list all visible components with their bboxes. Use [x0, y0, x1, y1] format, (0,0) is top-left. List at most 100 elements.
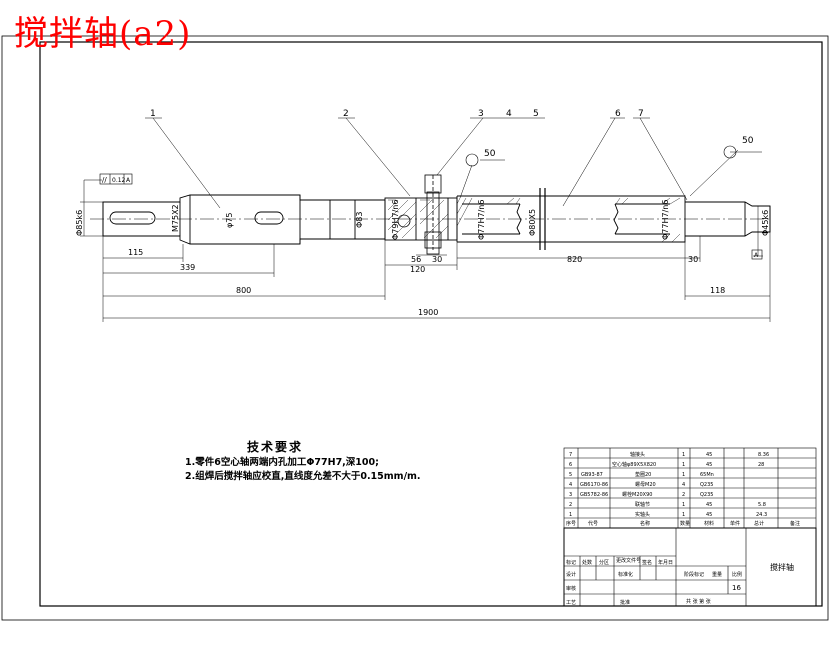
- inner-border: [39, 41, 823, 607]
- bom-name: 空心轴φ89X5X820: [612, 461, 656, 468]
- dim-30a: 30: [432, 255, 442, 264]
- tb-label: 批准: [620, 599, 630, 606]
- bom-name: 螺母M20: [635, 481, 656, 488]
- bom-no: 3: [569, 492, 572, 498]
- tb-label: 审核: [566, 585, 576, 592]
- tol-value: 0.12: [112, 177, 126, 184]
- bom-code: GB93-87: [581, 472, 603, 478]
- dia-75: φ75: [225, 213, 234, 228]
- bom-no: 7: [569, 452, 572, 458]
- bom-no: 5: [569, 472, 572, 478]
- bom-no: 4: [569, 482, 572, 488]
- tb-sheet: 共 张 第 张: [686, 598, 711, 605]
- bolt-assembly: [397, 174, 442, 255]
- tb-label: 更改文件号: [616, 557, 641, 564]
- tb-label: 重量: [712, 571, 722, 578]
- bom-mat: 45: [706, 502, 712, 508]
- bom-qty: 1: [682, 472, 685, 478]
- datum-right: A: [754, 252, 759, 259]
- bom-mat: Q235: [700, 492, 713, 498]
- bom-no: 6: [569, 462, 572, 468]
- tb-label: 标准化: [618, 571, 633, 578]
- bom-mat: Q235: [700, 482, 713, 488]
- bom-weight: 24.3: [756, 512, 767, 518]
- bom-name: 垫圈20: [635, 471, 651, 478]
- bom-header-code: 代号: [588, 520, 598, 527]
- bom-header-w2: 总计: [754, 520, 764, 527]
- dim-339: 339: [180, 263, 195, 272]
- tb-label: 设计: [566, 571, 576, 578]
- tb-label: 处数: [582, 559, 592, 566]
- leader-lines: [145, 117, 762, 209]
- dim-120: 120: [410, 265, 425, 274]
- tech-item-1: 1.零件6空心轴两端内孔加工Φ77H7,深100;: [185, 457, 379, 468]
- bom-qty: 4: [682, 482, 685, 488]
- balloon-4: 4: [506, 109, 512, 119]
- balloon-5: 5: [533, 109, 539, 119]
- bom-weight: 5.8: [758, 502, 766, 508]
- bom-header-mat: 材料: [704, 520, 714, 527]
- roughness-label-1: 50: [484, 149, 496, 159]
- tech-heading: 技术要求: [247, 440, 304, 454]
- bom-qty: 1: [682, 512, 685, 518]
- bom-no: 2: [569, 502, 572, 508]
- bom-qty: 2: [682, 492, 685, 498]
- tb-label: 年月日: [658, 559, 673, 566]
- bom-mat: 45: [706, 452, 712, 458]
- tol-datum: A: [126, 177, 131, 184]
- bom-mat: 45: [706, 512, 712, 518]
- dim-118: 118: [710, 286, 725, 295]
- bom-no: 1: [569, 512, 572, 518]
- bom-qty: 1: [682, 462, 685, 468]
- page-title: 搅拌轴(a2): [14, 14, 192, 54]
- tb-label: 分区: [599, 559, 609, 566]
- bom-header-w1: 单件: [730, 520, 740, 527]
- dia-77-right: Φ77H7/n6: [661, 200, 670, 240]
- dim-30b: 30: [688, 255, 698, 264]
- tb-drawing-name: 搅拌轴: [770, 562, 794, 572]
- balloon-6: 6: [615, 109, 621, 119]
- tb-label: 工艺: [566, 600, 576, 606]
- bom-name: 联轴节: [635, 501, 650, 508]
- dimension-lines: [80, 179, 771, 322]
- tb-ratio: 16: [732, 584, 741, 592]
- balloon-3: 3: [478, 109, 484, 119]
- bom-weight: 8.36: [758, 452, 769, 458]
- tech-item-2: 2.组焊后搅拌轴应校直,直线度允差不大于0.15mm/m.: [185, 471, 421, 482]
- dim-800: 800: [236, 286, 251, 295]
- bom-header-no: 序号: [566, 520, 576, 527]
- bom-code: GB5782-86: [580, 492, 608, 498]
- outer-border: [1, 35, 829, 621]
- bom-name: 螺栓M20X90: [622, 491, 652, 498]
- shaft-outline: [102, 194, 771, 245]
- bom-qty: 1: [682, 502, 685, 508]
- break-marks: [539, 188, 546, 250]
- tolerance-frame: [99, 173, 763, 260]
- bom-table-lines: [563, 447, 817, 607]
- balloon-1: 1: [150, 109, 156, 119]
- technical-requirements: 技术要求 1.零件6空心轴两端内孔加工Φ77H7,深100; 2.组焊后搅拌轴应…: [185, 440, 421, 484]
- bom-code: GB6170-86: [580, 482, 608, 488]
- bom-mat: 45: [706, 462, 712, 468]
- tb-label: 比例: [732, 571, 742, 578]
- tb-label: 签名: [642, 559, 652, 566]
- bom-header-name: 名称: [640, 520, 650, 527]
- balloon-7: 7: [638, 109, 644, 119]
- tb-label: 标记: [566, 559, 576, 566]
- bom-rows: 7 轴接头 1 45 8.36 6 空心轴φ89X5X820 1 45 28 5…: [566, 451, 800, 527]
- bom-header-qty: 数量: [680, 520, 690, 527]
- dia-83: Φ83: [355, 212, 364, 228]
- dia-79: Φ79H7/n6: [391, 200, 400, 240]
- dia-keyway: M75X2: [171, 204, 180, 232]
- tb-label: 阶段标记: [684, 571, 704, 578]
- dia-left-end: Φ85k6: [75, 210, 84, 236]
- dia-80: Φ80X5: [528, 209, 537, 236]
- roughness-symbol-1: [465, 153, 479, 167]
- bom-mat: 65Mn: [700, 472, 714, 478]
- dia-right-end: Φ45k6: [761, 210, 770, 236]
- balloon-2: 2: [343, 109, 349, 119]
- dim-56: 56: [411, 255, 421, 264]
- bom-name: 实轴头: [635, 511, 650, 518]
- bom-qty: 1: [682, 452, 685, 458]
- bom-weight: 28: [758, 462, 764, 468]
